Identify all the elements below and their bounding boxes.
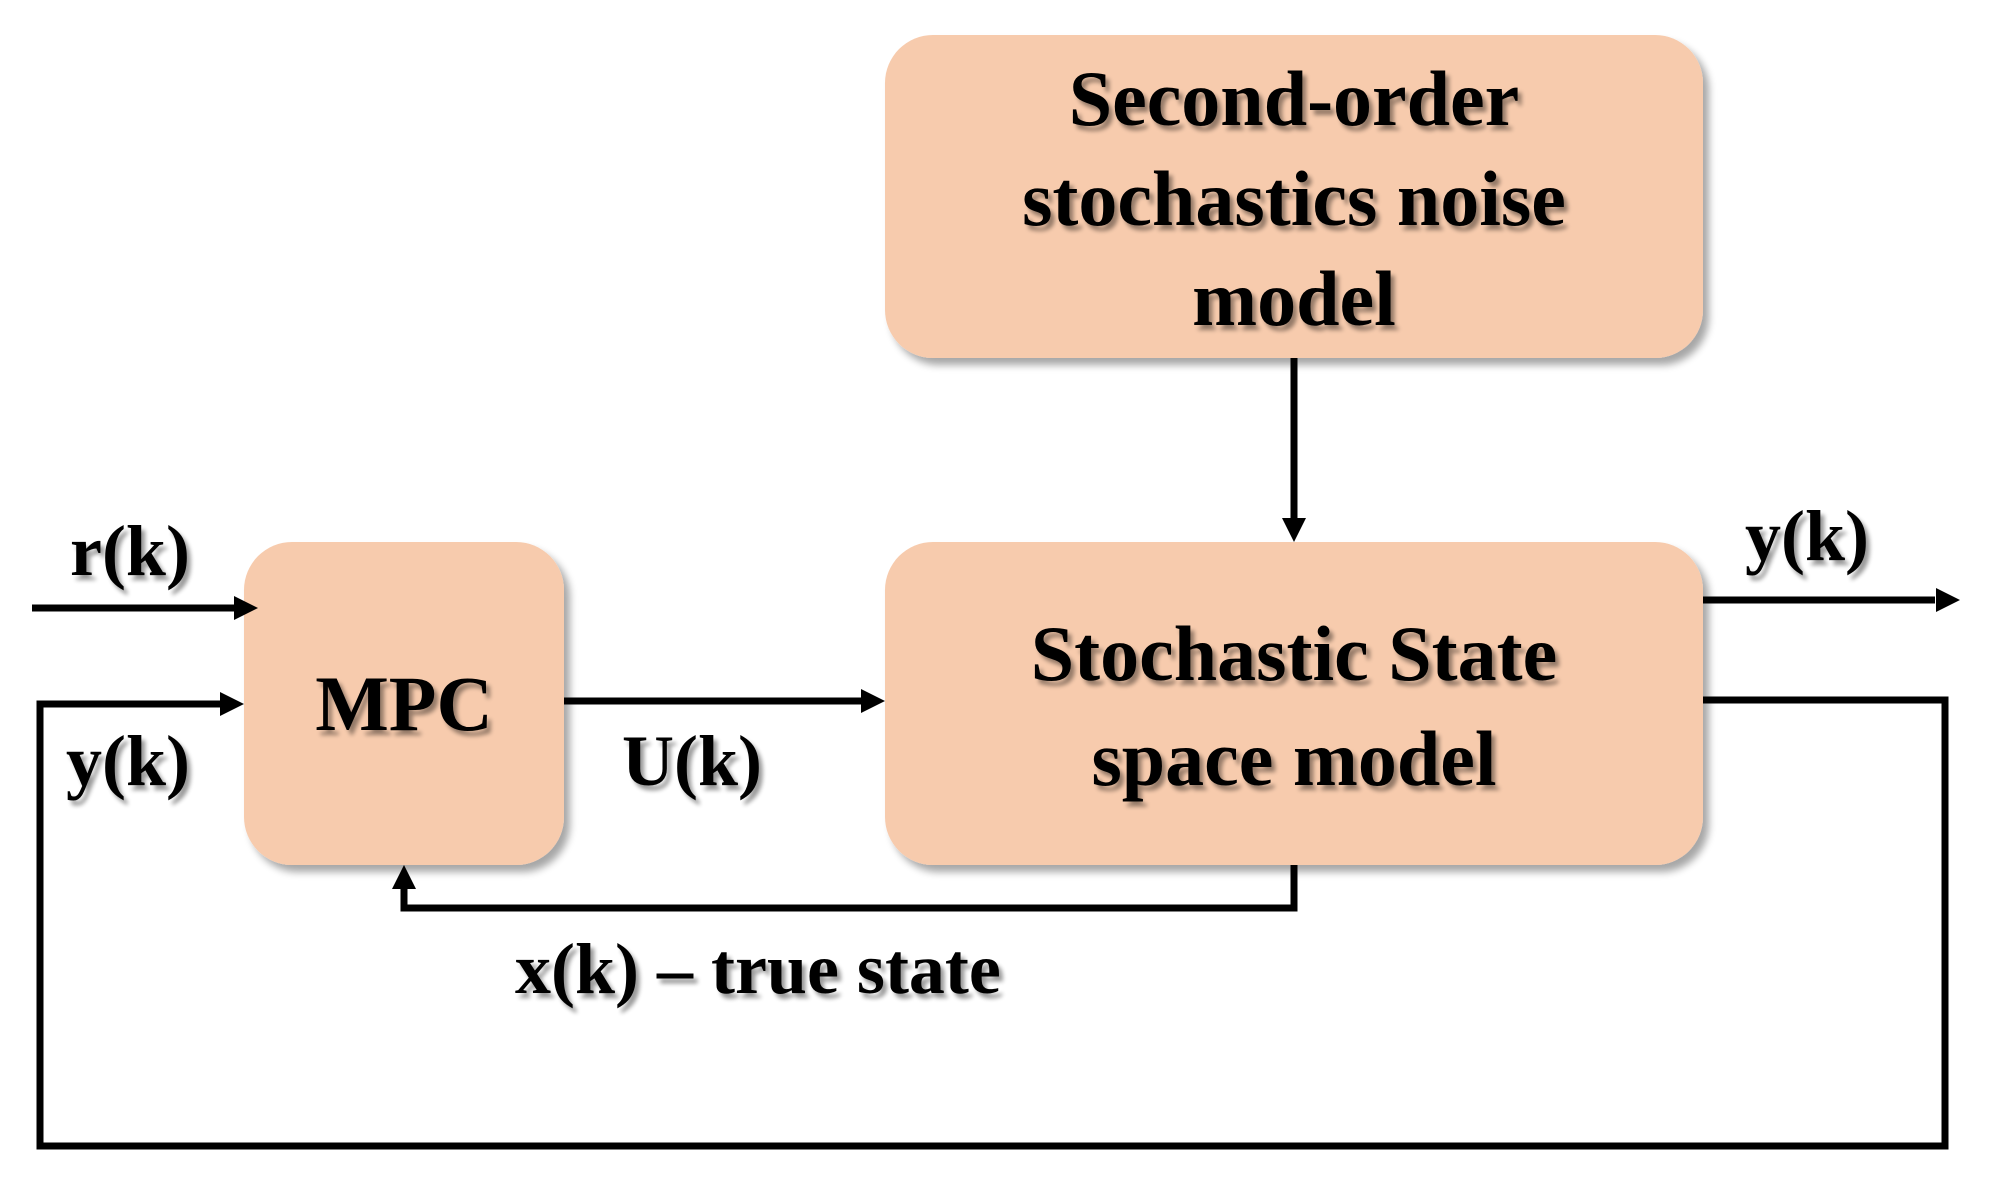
noise-model-label-line-1: Second-order bbox=[1069, 55, 1520, 142]
signal-wires bbox=[32, 358, 1960, 1150]
reference-label: r(k) bbox=[70, 511, 190, 591]
control-input-label: U(k) bbox=[622, 721, 762, 801]
state-space-model-block bbox=[885, 542, 1703, 865]
state-space-model-label-line-2: space model bbox=[1091, 715, 1496, 802]
output-feedback-wire bbox=[36, 696, 1949, 1150]
noise-model-block bbox=[885, 35, 1703, 358]
mpc-label: MPC bbox=[315, 660, 493, 747]
state-feedback-arrowhead bbox=[392, 865, 416, 889]
noise-model-label-line-2: stochastics noise bbox=[1022, 155, 1566, 242]
control-input-arrowhead bbox=[861, 689, 885, 713]
mpc-block bbox=[244, 542, 564, 865]
state-feedback-wire bbox=[400, 865, 1298, 912]
noise-model-label-line-3: model bbox=[1192, 255, 1396, 342]
output-feedback-arrowhead bbox=[220, 692, 244, 716]
output-label: y(k) bbox=[1745, 496, 1869, 576]
feedback-output-label: y(k) bbox=[66, 721, 190, 801]
reference-arrowhead bbox=[234, 596, 258, 620]
output-arrowhead bbox=[1936, 588, 1960, 612]
noise-to-plant-arrowhead bbox=[1282, 518, 1306, 542]
true-state-label: x(k) – true state bbox=[515, 929, 1001, 1009]
state-space-model-label-line-1: Stochastic State bbox=[1031, 610, 1557, 697]
